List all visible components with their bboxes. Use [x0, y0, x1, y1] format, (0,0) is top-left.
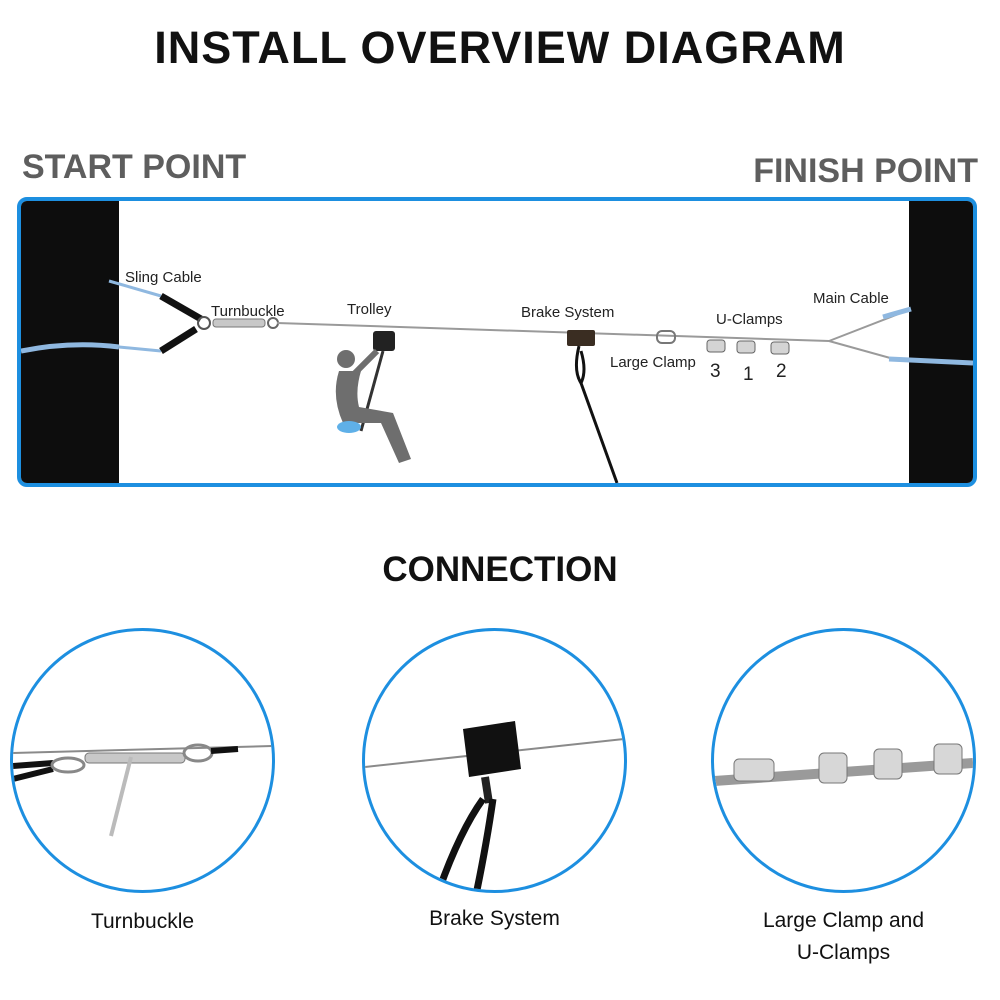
- label-sling-cable: Sling Cable: [125, 269, 202, 286]
- clamps-detail-circle: [711, 628, 976, 893]
- caption-clamps-line2: U-Clamps: [796, 941, 891, 964]
- label-turnbuckle: Turnbuckle: [211, 303, 285, 320]
- diagram-illustration: [21, 201, 973, 483]
- label-trolley: Trolley: [347, 301, 392, 318]
- clamps-detail-icon: [714, 743, 973, 786]
- turnbuckle-detail-circle: [10, 628, 275, 893]
- clamp-number: 3: [710, 361, 721, 382]
- label-large-clamp: Large Clamp: [610, 354, 696, 371]
- caption-turnbuckle: Turnbuckle: [90, 910, 195, 933]
- page-title: INSTALL OVERVIEW DIAGRAM: [154, 22, 846, 73]
- connection-title: CONNECTION: [382, 550, 618, 589]
- turnbuckle-detail-icon: [13, 743, 272, 837]
- sling-wrap-finish-icon: [888, 356, 973, 366]
- label-main-cable: Main Cable: [813, 290, 889, 307]
- label-u-clamps: U-Clamps: [716, 311, 783, 328]
- main-cable-line: [276, 322, 830, 342]
- label-brake-system: Brake System: [521, 304, 615, 321]
- sling-wrap-start-icon: [21, 342, 120, 354]
- brake-detail-circle: [362, 628, 627, 893]
- caption-brake-system: Brake System: [429, 907, 560, 930]
- clamp-number: 2: [776, 361, 787, 382]
- caption-clamps-line1: Large Clamp and: [762, 909, 925, 932]
- clamp-number: 1: [743, 364, 754, 385]
- large-clamp-icon: [656, 330, 676, 344]
- install-overview-diagram: Sling Cable Turnbuckle Trolley Brake Sys…: [17, 197, 977, 487]
- brake-system-icon: [567, 330, 619, 483]
- start-tree-icon: [21, 201, 119, 483]
- finish-tree-icon: [909, 201, 973, 483]
- turnbuckle-icon: [212, 318, 266, 328]
- sling-cable-lower-icon: [159, 326, 198, 354]
- u-clamp-icons: [706, 339, 790, 355]
- start-point-label: START POINT: [22, 148, 247, 186]
- brake-detail-icon: [365, 721, 624, 890]
- trolley-rider-icon: [335, 331, 411, 463]
- sling-cable-upper-icon: [159, 292, 203, 323]
- finish-point-label: FINISH POINT: [753, 152, 978, 190]
